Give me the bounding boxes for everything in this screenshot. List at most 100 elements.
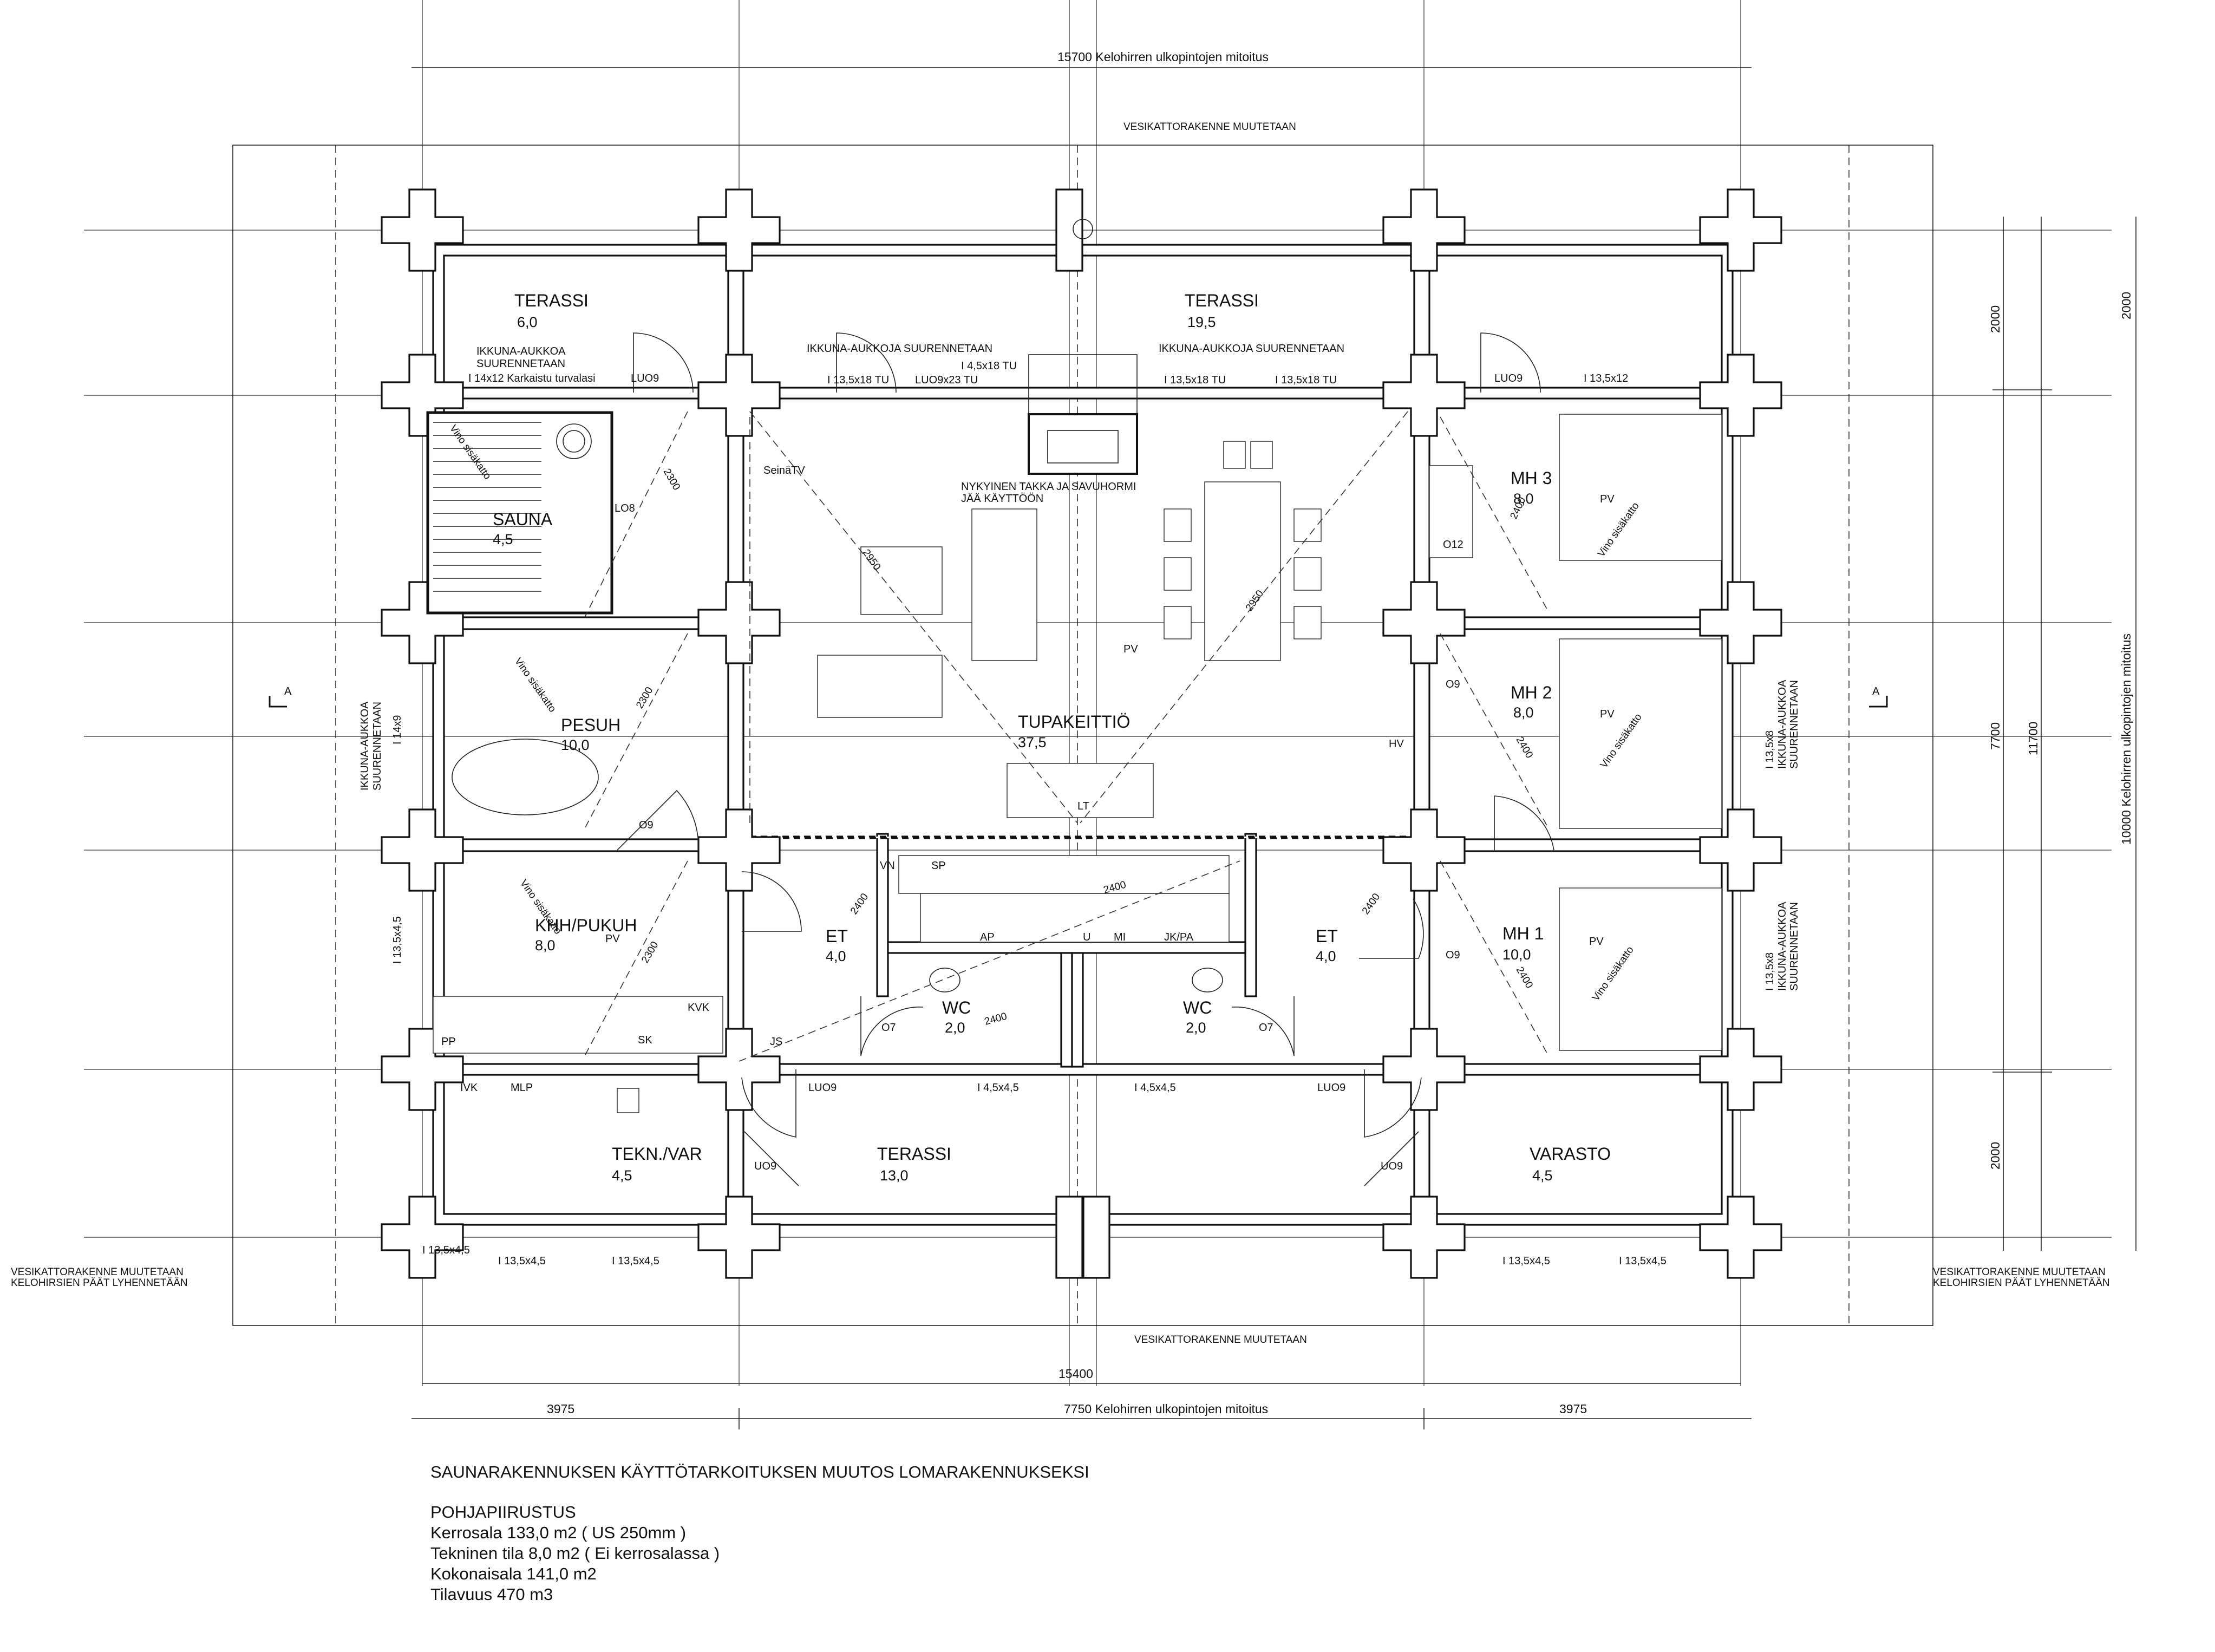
log-cross-1-5 bbox=[697, 1196, 781, 1279]
log-cross-mid-1 bbox=[1082, 1196, 1110, 1279]
label-mi: MI bbox=[1114, 931, 1126, 943]
label-uo9-sw: UO9 bbox=[754, 1160, 776, 1172]
log-cross-3-3 bbox=[1699, 808, 1782, 892]
label-vesikatto-left-1: VESIKATTORAKENNE MUUTETAAN bbox=[11, 1266, 184, 1278]
dim-right-top2: 2000 bbox=[2119, 292, 2133, 319]
label-ivk: IVK bbox=[460, 1082, 478, 1094]
log-cross-0-4 bbox=[381, 1028, 464, 1111]
furniture bbox=[433, 414, 1722, 1113]
project-tekninen: Tekninen tila 8,0 m2 ( Ei kerrosalassa ) bbox=[430, 1544, 720, 1563]
label-pv-mh1: PV bbox=[1589, 936, 1604, 948]
log-cross-mid-2 bbox=[1055, 1196, 1083, 1279]
room-terassi-nw-area: 6,0 bbox=[517, 314, 538, 330]
label-ikkuna-right-b-1: IKKUNA-AUKKOA bbox=[1776, 902, 1788, 991]
log-cross-2-3 bbox=[1382, 808, 1466, 892]
label-luo9-se: LUO9 bbox=[1317, 1082, 1345, 1094]
room-mh2-name: MH 2 bbox=[1511, 683, 1552, 702]
label-lt: LT bbox=[1077, 800, 1089, 812]
dimension-lines bbox=[411, 67, 2136, 1429]
label-w-13-5x4-5-d: I 13,5x4,5 bbox=[1619, 1255, 1667, 1267]
label-ikkuna-left-2: SUURENNETAAN bbox=[371, 702, 383, 791]
label-ikkuna-left-top: IKKUNA-AUKKOJA SUURENNETAAN bbox=[807, 343, 992, 355]
room-wc-right-name: WC bbox=[1183, 998, 1212, 1017]
label-seinatv: SeinäTV bbox=[763, 465, 805, 476]
room-varasto-area: 4,5 bbox=[1532, 1167, 1553, 1184]
label-luo9-ne: LUO9 bbox=[1494, 373, 1523, 384]
label-sk: SK bbox=[638, 1034, 652, 1046]
room-terassi-n-area: 19,5 bbox=[1187, 314, 1216, 330]
section-markers bbox=[269, 696, 1888, 708]
project-title: SAUNARAKENNUKSEN KÄYTTÖTARKOITUKSEN MUUT… bbox=[430, 1462, 1089, 1481]
log-cross-0-0 bbox=[381, 188, 464, 272]
dim-bottom-mid: 7750 Kelohirren ulkopintojen mitoitus bbox=[1064, 1402, 1268, 1416]
label-w-4-5x18: I 4,5x18 TU bbox=[961, 360, 1017, 372]
label-section-left: A bbox=[284, 685, 292, 697]
label-o9-mh1: O9 bbox=[1446, 949, 1460, 961]
label-o9-mh2: O9 bbox=[1446, 678, 1460, 690]
dim-right-bot: 2000 bbox=[1988, 1142, 2002, 1170]
label-o9-pesuh: O9 bbox=[639, 819, 654, 831]
dim-2400-e: 2400 bbox=[1508, 495, 1528, 521]
log-cross-3-0 bbox=[1699, 188, 1782, 272]
label-luo9-sw: LUO9 bbox=[808, 1082, 837, 1094]
room-mh2-area: 8,0 bbox=[1513, 704, 1534, 721]
label-vesikatto-right-1: VESIKATTORAKENNE MUUTETAAN bbox=[1933, 1266, 2106, 1278]
project-subtitle: POHJAPIIRUSTUS bbox=[430, 1503, 576, 1522]
log-cross-ends bbox=[381, 188, 1782, 1279]
room-terassi-nw-name: TERASSI bbox=[514, 291, 589, 310]
annotations: IKKUNA-AUKKOA SUURENNETAAN I 14x12 Karka… bbox=[11, 121, 2110, 1346]
room-mh1-area: 10,0 bbox=[1502, 946, 1531, 963]
label-o12: O12 bbox=[1443, 539, 1463, 551]
label-section-right: A bbox=[1872, 685, 1880, 697]
label-vn: VN bbox=[880, 860, 895, 872]
label-jkpa: JK/PA bbox=[1164, 931, 1194, 943]
log-cross-1-3 bbox=[697, 808, 781, 892]
label-o7-right: O7 bbox=[1259, 1022, 1273, 1034]
room-sauna-area: 4,5 bbox=[493, 531, 513, 547]
dim-2400-c: 2400 bbox=[983, 1011, 1008, 1028]
label-ikkuna-left-1: IKKUNA-AUKKOA bbox=[359, 701, 371, 791]
log-cross-2-4 bbox=[1382, 1028, 1466, 1111]
label-hv: HV bbox=[1389, 738, 1404, 750]
label-pv-khh: PV bbox=[605, 933, 620, 945]
log-cross-2-2 bbox=[1382, 581, 1466, 664]
label-o7-left: O7 bbox=[881, 1022, 896, 1034]
dimension-texts: 15700 Kelohirren ulkopintojen mitoitus 1… bbox=[547, 50, 2133, 1416]
label-sp: SP bbox=[931, 860, 946, 872]
label-ikkuna-right-a-2: SUURENNETAAN bbox=[1788, 680, 1800, 769]
sloped-ceiling-lines bbox=[584, 411, 1549, 1062]
label-vino-pesuh: Vino sisäkatto bbox=[512, 656, 558, 715]
label-pv-mh3: PV bbox=[1600, 493, 1615, 505]
project-tilavuus: Tilavuus 470 m3 bbox=[430, 1585, 553, 1604]
dim-top: 15700 Kelohirren ulkopintojen mitoitus bbox=[1057, 50, 1269, 64]
log-cross-1-1 bbox=[697, 354, 781, 437]
label-ikkuna-right-a-1: IKKUNA-AUKKOA bbox=[1776, 680, 1788, 769]
label-w-13-5x4-5-b: I 13,5x4,5 bbox=[612, 1255, 659, 1267]
label-karkaistu: I 14x12 Karkaistu turvalasi bbox=[468, 373, 596, 384]
roof-outline bbox=[232, 145, 1933, 1326]
label-takka-1: NYKYINEN TAKKA JA SAVUHORMI bbox=[961, 481, 1136, 493]
label-w-13-5x12: I 13,5x12 bbox=[1584, 373, 1628, 384]
label-vesikatto-bottom: VESIKATTORAKENNE MUUTETAAN bbox=[1134, 1334, 1307, 1346]
room-wc-left-name: WC bbox=[942, 998, 971, 1017]
dim-bottom-left: 3975 bbox=[547, 1402, 574, 1416]
label-lo8: LO8 bbox=[615, 502, 635, 514]
label-ikkuna-right-b-2: SUURENNETAAN bbox=[1788, 902, 1800, 991]
grid-lines bbox=[84, 0, 2112, 1386]
label-pv-tupa: PV bbox=[1123, 643, 1138, 655]
dim-right-top: 2000 bbox=[1988, 305, 2002, 333]
log-cross-3-4 bbox=[1699, 1028, 1782, 1111]
room-tekn-name: TEKN./VAR bbox=[612, 1144, 702, 1164]
log-cross-3-1 bbox=[1699, 354, 1782, 437]
label-w-13-5x18-b: I 13,5x18 TU bbox=[1164, 374, 1226, 386]
room-et-left-area: 4,0 bbox=[826, 948, 846, 964]
label-ikkuna-nw-2: SUURENNETAAN bbox=[476, 358, 565, 370]
room-labels: TERASSI 6,0 TERASSI 19,5 SAUNA 4,5 PESUH… bbox=[493, 291, 1611, 1184]
label-luo9-nw: LUO9 bbox=[631, 373, 659, 384]
label-w-13-5x4-5-e: I 13,5x4,5 bbox=[422, 1244, 470, 1256]
label-uo9-se: UO9 bbox=[1381, 1160, 1403, 1172]
dim-2400-f: 2400 bbox=[1514, 735, 1535, 760]
label-pp: PP bbox=[441, 1036, 456, 1048]
room-terassi-n-name: TERASSI bbox=[1185, 291, 1259, 310]
room-et-left-name: ET bbox=[826, 926, 848, 946]
